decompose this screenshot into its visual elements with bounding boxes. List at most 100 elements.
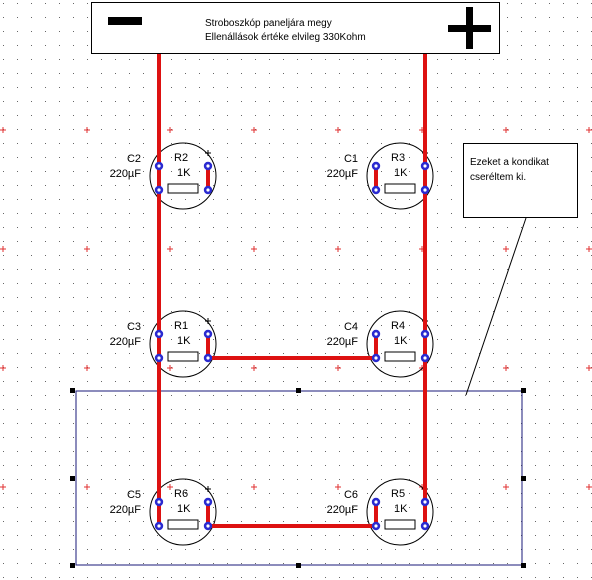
grid-dot — [73, 269, 74, 270]
grid-dot — [73, 87, 74, 88]
grid-dot — [31, 395, 32, 396]
grid-dot — [213, 535, 214, 536]
grid-dot — [283, 381, 284, 382]
resistor-outline-circle — [366, 478, 434, 546]
grid-dot — [493, 535, 494, 536]
capacitor-ref-label: C6 — [343, 489, 358, 501]
grid-dot — [17, 325, 18, 326]
selection-handle[interactable] — [296, 563, 301, 568]
grid-dot — [535, 493, 536, 494]
grid-dot — [563, 17, 564, 18]
grid-dot — [465, 311, 466, 312]
grid-dot — [381, 227, 382, 228]
grid-dot — [31, 157, 32, 158]
grid-dot — [437, 493, 438, 494]
grid-dot — [17, 297, 18, 298]
grid-dot — [213, 213, 214, 214]
grid-dot — [451, 507, 452, 508]
grid-dot — [31, 227, 32, 228]
grid-dot — [171, 143, 172, 144]
selection-handle[interactable] — [296, 388, 301, 393]
grid-dot — [255, 115, 256, 116]
grid-dot — [395, 87, 396, 88]
grid-dot — [479, 241, 480, 242]
grid-dot — [283, 241, 284, 242]
selection-handle[interactable] — [70, 476, 75, 481]
selection-handle[interactable] — [521, 388, 526, 393]
grid-dot — [227, 479, 228, 480]
grid-dot — [493, 353, 494, 354]
grid-dot — [381, 87, 382, 88]
grid-dot — [507, 325, 508, 326]
grid-dot — [87, 213, 88, 214]
solder-pad-hole — [374, 332, 378, 336]
grid-dot — [143, 451, 144, 452]
grid-dot — [241, 381, 242, 382]
grid-dot — [59, 115, 60, 116]
grid-dot — [31, 241, 32, 242]
grid-dot — [269, 227, 270, 228]
grid-dot — [129, 507, 130, 508]
grid-dot — [213, 339, 214, 340]
grid-dot — [129, 255, 130, 256]
solder-pad-hole — [206, 188, 210, 192]
grid-dot — [577, 73, 578, 74]
grid-dot — [339, 451, 340, 452]
grid-dot — [3, 227, 4, 228]
grid-dot — [199, 507, 200, 508]
grid-dot — [269, 395, 270, 396]
grid-dot — [367, 73, 368, 74]
grid-dot — [171, 577, 172, 578]
grid-dot — [437, 185, 438, 186]
grid-dot — [227, 423, 228, 424]
grid-dot — [381, 423, 382, 424]
grid-dot — [115, 283, 116, 284]
grid-dot — [17, 157, 18, 158]
grid-dot — [45, 3, 46, 4]
grid-dot — [535, 563, 536, 564]
grid-dot — [325, 395, 326, 396]
note-box[interactable]: Ezeket a kondikat cseréltem ki. — [463, 143, 578, 218]
grid-dot — [185, 129, 186, 130]
resistor-value-label: 1K — [394, 167, 408, 179]
grid-dot — [269, 563, 270, 564]
grid-dot — [563, 493, 564, 494]
grid-dot — [367, 143, 368, 144]
grid-dot — [549, 73, 550, 74]
grid-dot — [213, 255, 214, 256]
grid-dot — [549, 269, 550, 270]
grid-dot — [143, 577, 144, 578]
grid-dot — [213, 115, 214, 116]
grid-dot — [185, 549, 186, 550]
grid-dot — [465, 227, 466, 228]
grid-dot — [409, 157, 410, 158]
grid-dot — [227, 59, 228, 60]
grid-dot — [101, 241, 102, 242]
solder-pad-hole — [374, 524, 378, 528]
grid-dot — [269, 101, 270, 102]
grid-dot — [45, 507, 46, 508]
selection-handle[interactable] — [521, 476, 526, 481]
grid-dot — [17, 353, 18, 354]
selection-handle[interactable] — [521, 563, 526, 568]
selection-rectangle[interactable] — [75, 390, 523, 566]
grid-dot — [563, 395, 564, 396]
grid-dot — [255, 185, 256, 186]
grid-dot — [269, 339, 270, 340]
selection-handle[interactable] — [70, 563, 75, 568]
grid-dot — [437, 143, 438, 144]
grid-dot — [325, 325, 326, 326]
grid-dot — [353, 171, 354, 172]
grid-dot — [143, 367, 144, 368]
header-box[interactable]: − + Stroboszkóp paneljára megy Ellenállá… — [91, 2, 500, 54]
grid-dot — [353, 409, 354, 410]
grid-dot — [563, 31, 564, 32]
resistor-ref-label: R3 — [391, 152, 406, 164]
grid-dot — [255, 563, 256, 564]
resistor-outline-circle — [366, 310, 434, 378]
grid-dot — [227, 185, 228, 186]
selection-handle[interactable] — [70, 388, 75, 393]
grid-dot — [213, 395, 214, 396]
grid-dot — [563, 577, 564, 578]
grid-dot — [227, 143, 228, 144]
